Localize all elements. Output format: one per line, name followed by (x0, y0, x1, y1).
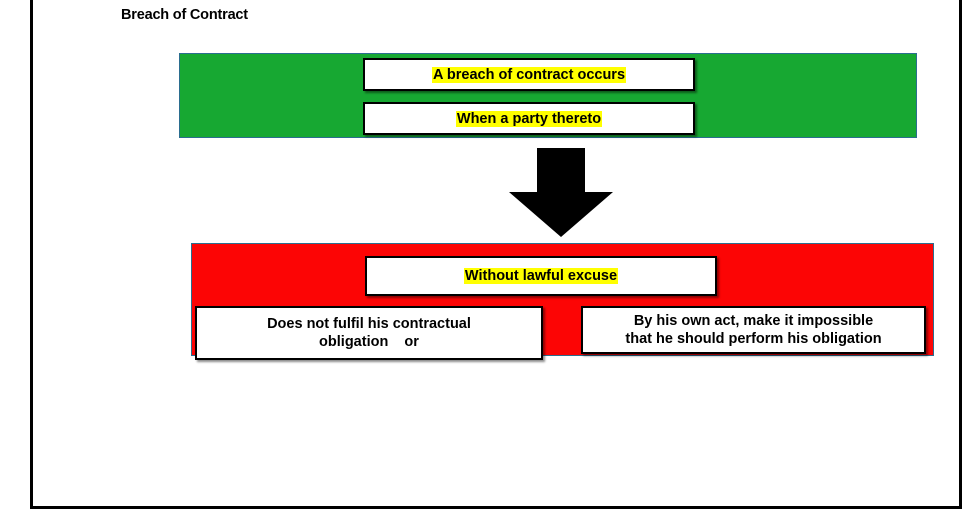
callout-box-does-not-fulfil: Does not fulfil his contractual obligati… (195, 306, 543, 360)
callout-line-1: Does not fulfil his contractual (267, 315, 471, 332)
callout-line-2: that he should perform his obligation (625, 331, 882, 347)
down-arrow-icon (509, 148, 613, 237)
slide-frame: Breach of Contract A breach of contract … (30, 0, 962, 509)
callout-text-party-thereto: When a party thereto (455, 110, 603, 127)
callout-line-2: obligation or (319, 334, 419, 350)
callout-text-breach-occurs: A breach of contract occurs (431, 66, 627, 83)
callout-box-without-lawful-excuse: Without lawful excuse (365, 256, 717, 296)
callout-box-party-thereto: When a party thereto (363, 102, 695, 135)
callout-line-1: By his own act, make it impossible (633, 312, 874, 329)
page-title: Breach of Contract (121, 7, 248, 23)
callout-box-by-his-own-act: By his own act, make it impossible that … (581, 306, 926, 354)
callout-text-by-his-own-act: By his own act, make it impossible that … (625, 312, 881, 348)
callout-text-without-lawful-excuse: Without lawful excuse (463, 268, 619, 284)
callout-box-breach-occurs: A breach of contract occurs (363, 58, 695, 91)
callout-text-does-not-fulfil: Does not fulfil his contractual obligati… (267, 315, 471, 351)
